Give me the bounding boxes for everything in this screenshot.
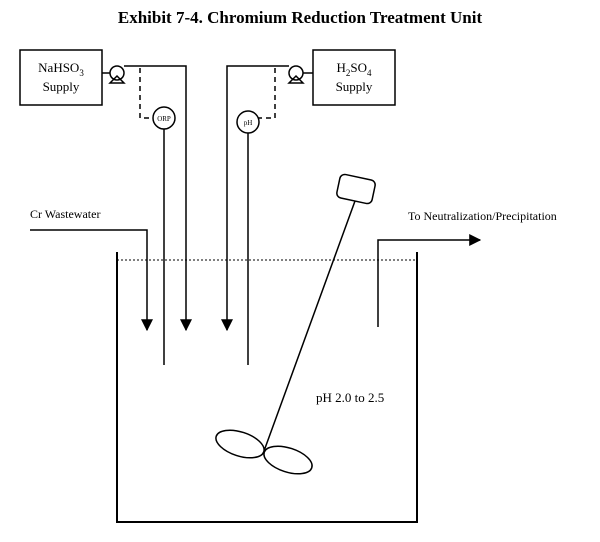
h2so4-feed-line <box>221 65 289 332</box>
inlet-label: Cr Wastewater <box>30 207 100 221</box>
nahso3-supply-word: Supply <box>43 79 80 94</box>
h2so4-chem-label: H2SO4 <box>336 60 372 78</box>
nahso3-feed-line <box>124 65 192 332</box>
exhibit-title: Exhibit 7-4. Chromium Reduction Treatmen… <box>117 8 483 27</box>
h2so4-pump-icon <box>287 65 305 84</box>
ph-control-line <box>258 68 276 119</box>
reaction-tank <box>116 252 418 523</box>
h2so4-supply-word: Supply <box>336 79 373 94</box>
outlet-label: To Neutralization/Precipitation <box>408 209 557 223</box>
nahso3-pump-icon <box>108 65 126 84</box>
nahso3-supply-box <box>19 49 103 106</box>
wastewater-inlet-line <box>30 229 153 332</box>
mixer-shaft <box>263 200 356 452</box>
mixer-motor-icon <box>336 173 376 205</box>
orp-control-line <box>139 68 154 119</box>
nahso3-chem-label: NaHSO3 <box>38 60 84 78</box>
ph-sensor-label: pH <box>244 119 253 127</box>
orp-label: ORP <box>157 115 171 123</box>
ph-range-label: pH 2.0 to 2.5 <box>316 390 384 405</box>
outlet-line <box>377 234 482 327</box>
mixer-impeller-icon <box>215 429 313 475</box>
h2so4-supply-box <box>312 49 396 106</box>
